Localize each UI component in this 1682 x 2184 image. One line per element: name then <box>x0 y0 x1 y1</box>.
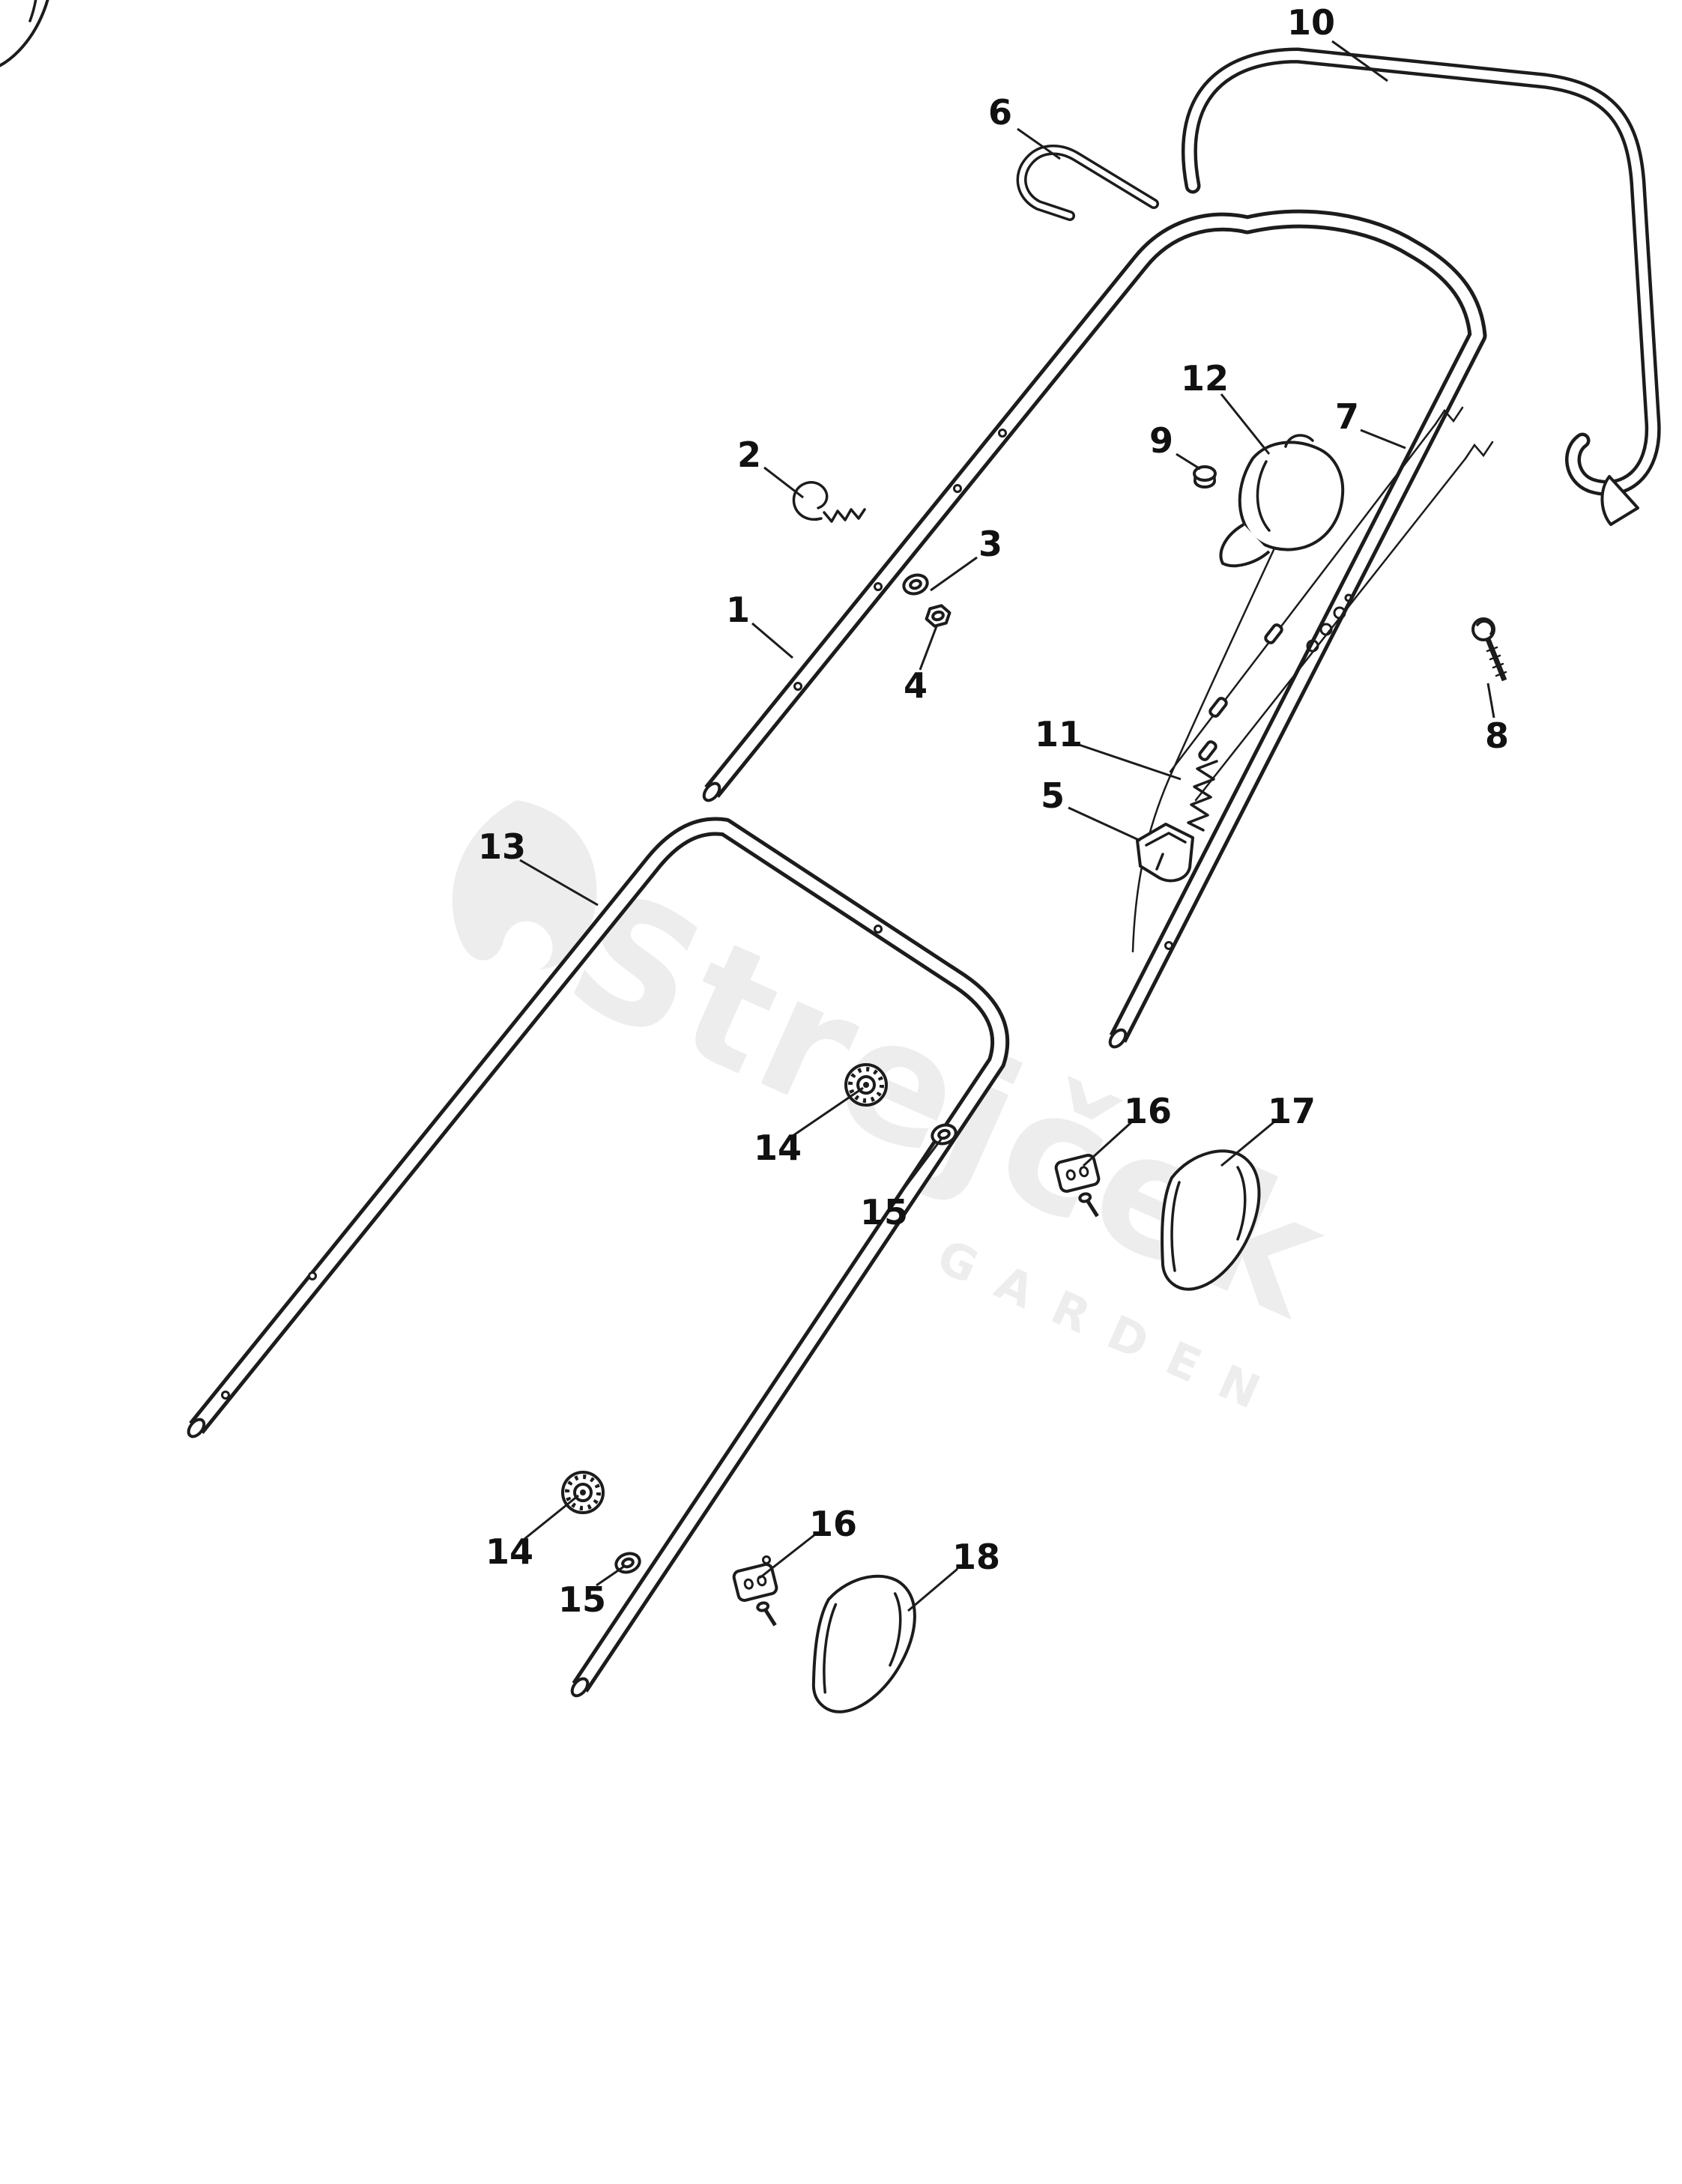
upper-handle-tube <box>702 209 1487 1049</box>
part-callout-16a: 16 <box>1123 1091 1173 1131</box>
cable-chain-links <box>1306 593 1353 653</box>
grip-bar-end-clip <box>1600 475 1639 526</box>
part-callout-11: 11 <box>1034 714 1083 754</box>
part-callout-15a: 15 <box>859 1192 909 1232</box>
part-callout-15b: 15 <box>557 1579 607 1620</box>
part-callout-7: 7 <box>1334 396 1360 437</box>
part-callout-3: 3 <box>978 524 1003 564</box>
part-callout-2: 2 <box>736 435 762 475</box>
part-callout-12: 12 <box>1180 358 1229 399</box>
part-callout-9: 9 <box>1149 420 1174 461</box>
part-callout-10: 10 <box>1286 2 1336 43</box>
hex-nut <box>925 604 952 628</box>
part-callout-14b: 14 <box>485 1531 534 1572</box>
part-callout-16b: 16 <box>808 1504 858 1544</box>
part-callout-14a: 14 <box>753 1128 802 1168</box>
clamp-lever <box>0 0 49 67</box>
nut-9 <box>1193 465 1217 488</box>
part-callout-6: 6 <box>987 92 1013 133</box>
part-callout-4: 4 <box>903 665 928 706</box>
leader-lines <box>519 40 1495 1612</box>
part-callout-5: 5 <box>1040 775 1065 816</box>
part-callout-18: 18 <box>952 1537 1001 1577</box>
lower-handle-tube <box>187 817 1010 1698</box>
screw-8 <box>1471 617 1507 682</box>
cable-bracket <box>1136 823 1194 883</box>
part-callout-8: 8 <box>1484 716 1510 756</box>
cable-ferrule <box>1198 623 1283 761</box>
hook-bolt <box>792 481 866 523</box>
part-callout-1: 1 <box>725 590 751 630</box>
control-cables <box>1131 406 1494 953</box>
grip-bar-tube <box>1182 47 1661 526</box>
watermark-logo-icon <box>452 800 597 970</box>
fold-bracket-tube <box>1016 144 1159 221</box>
spring-11 <box>1187 760 1218 832</box>
throttle-control-housing <box>1219 434 1345 568</box>
part-callout-13: 13 <box>477 826 527 867</box>
part-callout-17: 17 <box>1267 1091 1316 1131</box>
